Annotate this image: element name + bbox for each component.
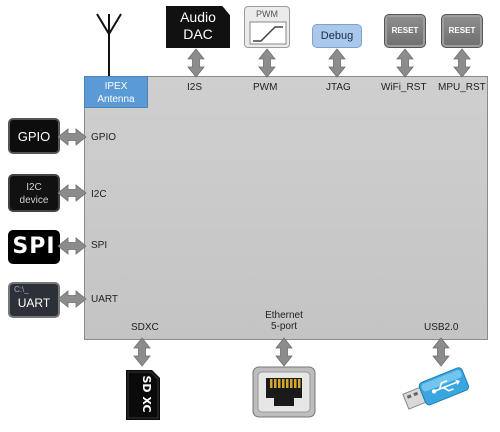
spi-arrow [57,237,87,255]
i2c-module-line2: device [19,195,49,206]
jtag-arrow [328,48,346,78]
gpio-module: GPIO [8,118,60,154]
uart-module: C:\_ UART [8,282,60,318]
debug-module: Debug [312,24,362,48]
ethernet-label: Ethernet 5-port [258,310,310,332]
i2c-arrow [57,184,87,202]
ethernet-label-line2: 5-port [270,321,298,332]
main-board [84,76,488,340]
usb-label: USB2.0 [424,322,459,333]
i2s-arrow [187,48,205,78]
pwm-module: PWM [244,6,290,48]
antenna-label-line2: Antenna [97,94,135,105]
audio-dac-line2: DAC [183,26,213,42]
mpu-rst-label: MPU_RST [438,82,486,93]
pwm-label: PWM [253,82,278,93]
pwm-arrow [258,48,276,78]
pwm-waveform-icon [249,21,287,45]
sdxc-arrow [133,337,151,367]
sd-card-text: SD XC [140,375,153,412]
audio-dac-module: Audio DAC [166,6,230,48]
uart-prompt-text: C:\_ [14,285,29,294]
pwm-module-title: PWM [256,9,278,19]
i2c-label: I2C [91,189,107,200]
gpio-label: GPIO [91,132,117,143]
uart-label: UART [91,294,119,305]
antenna-icon [96,13,122,76]
i2c-device-module: I2C device [8,174,60,212]
spi-module: SPI [8,230,60,264]
ethernet-port-icon [252,366,316,418]
mpu-reset-button: RESET [441,14,483,48]
spi-label: SPI [91,240,108,251]
audio-dac-line1: Audio [180,9,216,25]
sdxc-label: SDXC [131,322,159,333]
wifi-rst-label: WiFi_RST [381,82,427,93]
i2s-label: I2S [187,82,203,93]
ipex-antenna-box: IPEX Antenna [84,76,148,108]
jtag-label: JTAG [326,82,351,93]
mpu-rst-arrow [453,48,471,78]
uart-module-label: UART [17,296,51,310]
ethernet-arrow [275,337,293,367]
ethernet-label-line1: Ethernet [265,310,303,321]
gpio-arrow [57,128,87,146]
sd-card-icon: SD XC [126,370,160,420]
uart-arrow [57,290,87,308]
i2c-module-line1: I2C [26,182,42,193]
wifi-reset-button: RESET [384,14,426,48]
wifi-rst-arrow [396,48,414,78]
usb-drive-icon [402,367,470,410]
antenna-label-line1: IPEX [104,81,128,92]
usb-arrow [432,337,450,367]
